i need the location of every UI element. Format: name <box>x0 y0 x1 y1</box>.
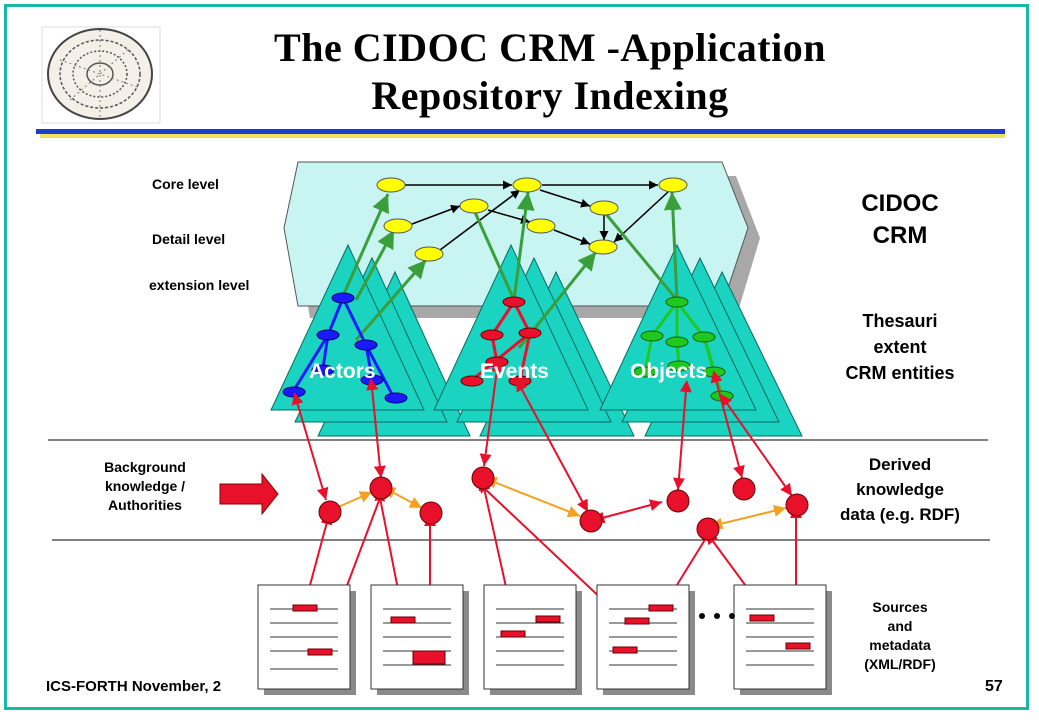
background-line-1: Background <box>104 459 186 475</box>
core-links <box>405 180 669 251</box>
thesauri-label: Thesauri extent CRM entities <box>815 308 985 386</box>
document-icon <box>257 584 832 695</box>
title-line-1: The CIDOC CRM -Application <box>274 25 826 70</box>
derived-knowledge-label: Derived knowledge data (e.g. RDF) <box>810 452 990 527</box>
extension-level-label: extension level <box>149 277 250 293</box>
thesauri-line-2: extent <box>873 337 927 357</box>
detail-level-label: Detail level <box>152 231 226 247</box>
sources-line-4: (XML/RDF) <box>864 656 936 672</box>
derived-line-3: data (e.g. RDF) <box>840 505 960 524</box>
actor-nodes <box>282 292 408 404</box>
sources-line-1: Sources <box>872 599 928 615</box>
footer-text: ICS-FORTH November, 2 <box>46 678 222 695</box>
title-rule-shadow <box>40 134 1005 138</box>
events-label: Events <box>480 360 549 383</box>
cidoc-label: CIDOC <box>861 190 939 217</box>
crm-box <box>283 161 760 318</box>
background-line-2: knowledge / <box>104 478 186 494</box>
core-level-label: Core level <box>152 176 219 192</box>
phaistos-disc-icon <box>41 26 161 124</box>
thesauri-line-3: CRM entities <box>845 363 955 383</box>
slide-frame <box>4 4 1029 710</box>
actors-tree <box>292 297 396 399</box>
title-line-2: Repository Indexing <box>371 73 729 118</box>
core-nodes <box>376 177 688 262</box>
actors-triangle-stack <box>270 243 471 437</box>
arrow-right-icon <box>219 472 279 516</box>
derived-line-2: knowledge <box>856 480 944 499</box>
sources-line-3: metadata <box>869 637 931 653</box>
background-line-3: Authorities <box>108 497 182 513</box>
sources-line-2: and <box>887 618 913 634</box>
derived-nodes <box>318 466 809 541</box>
sources-label: Sources and metadata (XML/RDF) <box>830 598 970 674</box>
event-nodes <box>460 296 542 387</box>
thesauri-line-1: Thesauri <box>862 311 938 331</box>
cidoc-crm-label: CIDOC CRM <box>830 188 970 252</box>
crm-label: CRM <box>872 222 928 249</box>
orange-links <box>326 477 787 530</box>
page-number: 57 <box>985 678 1003 695</box>
title-rule <box>36 129 1005 134</box>
green-links <box>341 191 682 349</box>
slide-title: The CIDOC CRM -Application Repository In… <box>150 24 950 120</box>
objects-label: Objects <box>630 360 708 383</box>
derived-line-1: Derived <box>868 455 932 474</box>
object-nodes <box>633 296 734 402</box>
actors-label: Actors <box>309 360 376 383</box>
background-knowledge-label: Background knowledge / Authorities <box>70 458 220 515</box>
